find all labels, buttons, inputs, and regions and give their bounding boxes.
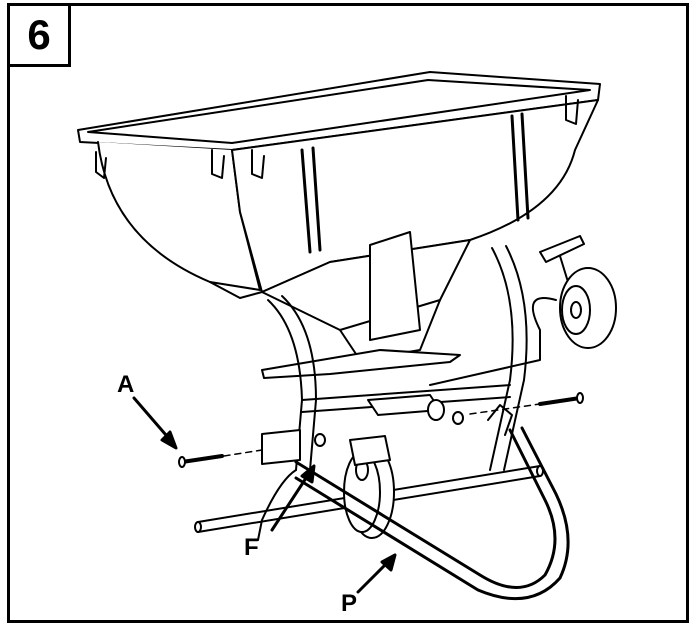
bolt-a-left (178, 433, 326, 468)
bolt-a-right (452, 392, 584, 425)
callout-label-f: F (244, 534, 259, 561)
step-number: 6 (7, 3, 71, 67)
leader-arrows (132, 396, 397, 594)
spread-guard (261, 231, 461, 379)
callout-label-a: A (117, 371, 135, 398)
hopper (77, 71, 601, 361)
control-knob (429, 235, 617, 386)
center-bracket (261, 394, 513, 465)
spinner-disc (343, 435, 395, 539)
callout-label-p: P (341, 590, 358, 617)
handle-p (294, 426, 570, 601)
